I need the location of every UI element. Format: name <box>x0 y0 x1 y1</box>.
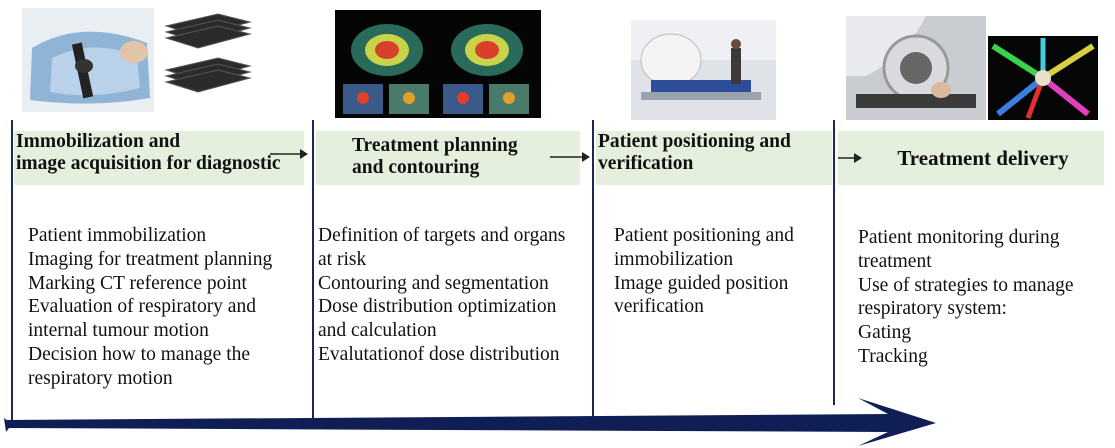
stage-item: internal tumour motion <box>28 320 209 342</box>
stage-3-header: Patient positioning and verification <box>596 131 832 185</box>
stage-item: Decision how to manage the <box>28 343 251 365</box>
stage-item: Gating <box>858 322 912 344</box>
stage-1-header: Immobilization and image acquisition for… <box>14 131 304 185</box>
stage-item: Image guided position <box>614 272 789 294</box>
timeline-arrow <box>4 398 936 446</box>
stage-item: and calculation <box>318 320 437 342</box>
stage-item: Marking CT reference point <box>28 272 247 294</box>
stage-item: Patient positioning and <box>614 225 794 246</box>
stage-divider <box>312 120 314 418</box>
stage-divider <box>833 120 835 405</box>
stage-1-items: Patient immobilization Imaging for treat… <box>28 224 272 390</box>
stage-item: Definition of targets and organs <box>318 225 566 246</box>
stage-3-items: Patient positioning and immobilization I… <box>614 224 794 319</box>
stage-2-header: Treatment planning and contouring <box>316 131 580 185</box>
stage-item: Use of strategies to manage <box>858 274 1074 296</box>
stage-item: immobilization <box>614 248 734 270</box>
stage-item: Dose distribution optimization <box>318 296 557 318</box>
patient-immobilization-photo <box>22 8 154 112</box>
stage-item: Tracking <box>858 345 928 367</box>
stage-4-header: Treatment delivery <box>838 131 1104 185</box>
stage-item: verification <box>614 296 704 318</box>
stage-item: Patient monitoring during <box>858 227 1060 248</box>
stage-item: Evalutationof dose distribution <box>318 343 560 365</box>
stage-4-items: Patient monitoring during treatment Use … <box>858 226 1074 369</box>
flow-arrow-3 <box>838 153 862 163</box>
stage-divider <box>11 120 13 428</box>
stage-item: Evaluation of respiratory and <box>28 296 256 318</box>
flow-arrow-2 <box>550 152 590 162</box>
flow-arrow-1 <box>270 149 308 159</box>
stage-item: Contouring and segmentation <box>318 272 549 294</box>
stage-item: respiratory motion <box>28 367 173 389</box>
treatment-linac-photo <box>846 16 986 120</box>
stage-divider <box>592 120 594 418</box>
ct-scan-slices-image <box>158 8 254 112</box>
dose-distribution-scans-image <box>335 10 541 118</box>
positioning-room-photo <box>631 20 776 120</box>
beam-geometry-render <box>988 36 1098 120</box>
stage-item: Patient immobilization <box>28 225 207 246</box>
stage-2-items: Definition of targets and organs at risk… <box>318 224 565 367</box>
stage-item: treatment <box>858 250 932 272</box>
stage-item: Imaging for treatment planning <box>28 248 273 270</box>
stage-item: at risk <box>318 248 367 270</box>
stage-item: respiratory system: <box>858 298 1007 320</box>
